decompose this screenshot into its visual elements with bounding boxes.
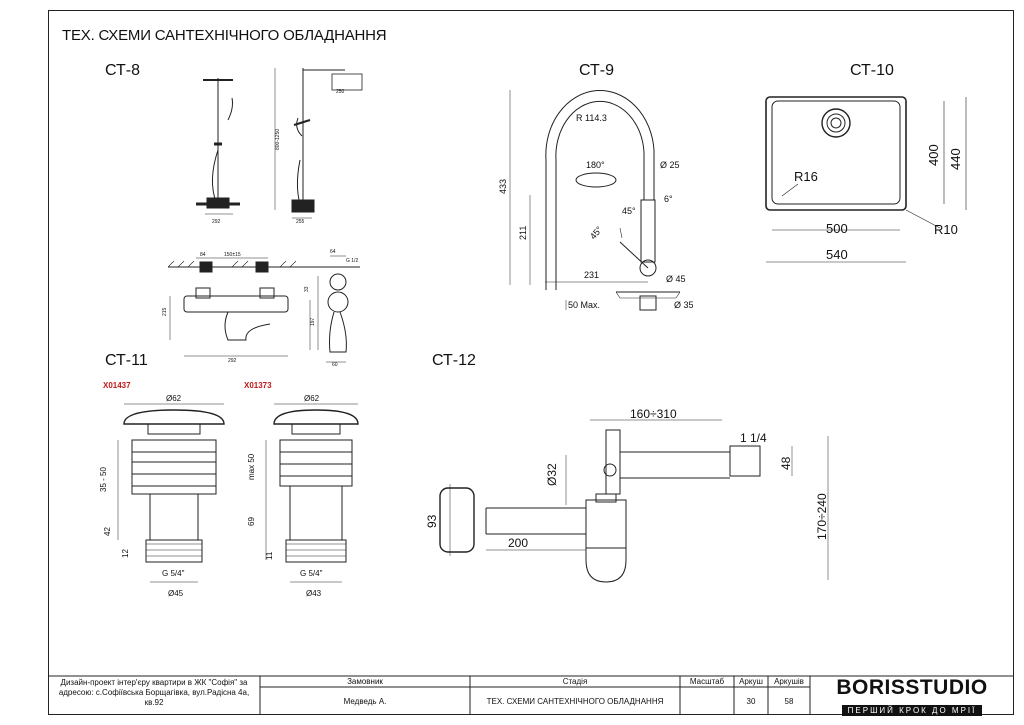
title-block-stage-value: ТЕХ. СХЕМИ САНТЕХНІЧНОГО ОБЛАДНАННЯ [486, 697, 664, 706]
dim-ct9-rotation: 180° [586, 160, 605, 170]
dim-ct9-angle1: 45° [588, 224, 605, 241]
section-label-ct11: СТ-11 [103, 352, 150, 370]
ct11-drain-right [265, 403, 359, 583]
dim-ct8-angle: G 1/2 [346, 258, 358, 264]
ct12-siphon [439, 419, 829, 583]
section-label-ct10: СТ-10 [848, 62, 896, 80]
dim-ct9-angle2: 45° [622, 206, 636, 216]
dim-ct11-left-range: 35 - 50 [99, 467, 108, 492]
dim-ct11-right-thread-h: 11 [265, 551, 274, 560]
dim-ct9-spout-d: Ø 25 [660, 160, 680, 170]
section-label-ct12: СТ-12 [430, 352, 478, 370]
title-block-scale-label: Масштаб [689, 677, 725, 686]
dim-ct9-radius: R 114.3 [576, 113, 607, 123]
dim-ct11-left-thread: G 5/4" [162, 569, 185, 578]
title-block-client-label: Замовник [347, 677, 383, 686]
brand-slogan: ПЕРШИЙ КРОК ДО МРІЇ [841, 705, 983, 716]
dim-ct9-reach: 231 [584, 270, 599, 280]
dim-ct12-cup: 93 [425, 514, 439, 528]
page-title: ТЕХ. СХЕМИ САНТЕХНІЧНОГО ОБЛАДНАННЯ [62, 27, 387, 44]
dim-ct11-left-cap: Ø62 [166, 394, 182, 403]
section-label-ct8: СТ-8 [103, 62, 143, 80]
ct8-shower-front [196, 78, 240, 215]
dim-ct11-left-thread-h: 12 [121, 549, 130, 558]
dim-ct8-depth: 64 [330, 249, 336, 255]
dim-ct9-base-d: Ø 45 [666, 274, 686, 284]
dim-ct12-inlet: 1 1/4 [740, 431, 767, 445]
dim-ct10-inner-w: 500 [826, 221, 848, 236]
title-block-sheet-label: Аркуш [739, 677, 763, 686]
title-block-sheet-value: 30 [746, 697, 756, 706]
dim-ct8-d1: 84 [200, 252, 206, 258]
ct10-sink [765, 96, 967, 263]
ct8-mixer-front [167, 257, 300, 357]
title-block-sheets-label: Аркушів [774, 677, 804, 686]
dim-ct9-hole-d: Ø 35 [674, 300, 694, 310]
dim-ct8-height: 800-1250 [275, 129, 281, 150]
dim-ct11-right-range: max 50 [247, 453, 256, 480]
dim-ct8-h1: 215 [162, 307, 168, 316]
dim-ct8-spacing: 150±15 [224, 252, 241, 258]
ct11-drain-left [117, 403, 225, 583]
dim-ct8-d2: 60 [332, 362, 338, 368]
dim-ct10-inner-r: R16 [794, 169, 818, 184]
dim-ct9-height: 433 [498, 179, 508, 194]
ct8-mixer-side [300, 255, 360, 363]
dim-ct12-height: 170÷240 [815, 493, 829, 540]
title-block-client-value: Медведь А. [343, 697, 387, 706]
dim-ct8-width: 292 [228, 358, 237, 364]
brand-logo: BORISSTUDIO ПЕРШИЙ КРОК ДО МРІЇ [810, 676, 1014, 716]
brand-name: BORISSTUDIO [836, 676, 988, 699]
dim-ct10-outer-r: R10 [934, 222, 958, 237]
dim-ct11-right-body: 69 [247, 517, 256, 526]
dim-ct11-right-base: Ø43 [306, 589, 322, 598]
ct8-shower-side [274, 68, 363, 219]
dim-ct9-tilt: 6° [664, 194, 673, 204]
section-label-ct9: СТ-9 [577, 62, 617, 80]
title-block-stage-label: Стадія [562, 677, 588, 686]
dim-ct12-inlet-h: 48 [779, 456, 793, 470]
dim-ct12-outlet: 200 [508, 536, 528, 550]
ct9-faucet [509, 89, 681, 311]
title-block-sheets-value: 58 [784, 697, 794, 706]
ct11-right-code: X01373 [244, 381, 272, 390]
dim-ct10-inner-h: 400 [926, 144, 941, 166]
dim-ct11-left-base: Ø45 [168, 589, 184, 598]
dim-ct11-right-thread: G 5/4" [300, 569, 323, 578]
dim-ct8-h2: 197 [310, 317, 316, 326]
dim-ct8-h3: 33 [304, 286, 310, 292]
drawing-frame [48, 10, 1014, 715]
dim-ct8-w2: 255 [296, 219, 305, 225]
dim-ct10-outer-w: 540 [826, 247, 848, 262]
dim-ct8-head: 250 [336, 89, 345, 95]
dim-ct10-outer-h: 440 [948, 148, 963, 170]
dim-ct9-spout-h: 211 [518, 226, 528, 240]
title-block-project: Дизайн-проект інтер'єру квартири в ЖК "С… [58, 678, 250, 707]
title-block-grid [48, 675, 1014, 715]
ct11-left-code: X01437 [103, 381, 131, 390]
dim-ct11-left-body: 42 [103, 527, 112, 536]
dim-ct12-reach: 160÷310 [630, 407, 677, 421]
dim-ct11-right-cap: Ø62 [304, 394, 320, 403]
dim-ct12-pipe-d: Ø32 [545, 463, 559, 486]
dim-ct8-w1: 292 [212, 219, 221, 225]
dim-ct9-deck: 50 Max. [568, 300, 600, 310]
